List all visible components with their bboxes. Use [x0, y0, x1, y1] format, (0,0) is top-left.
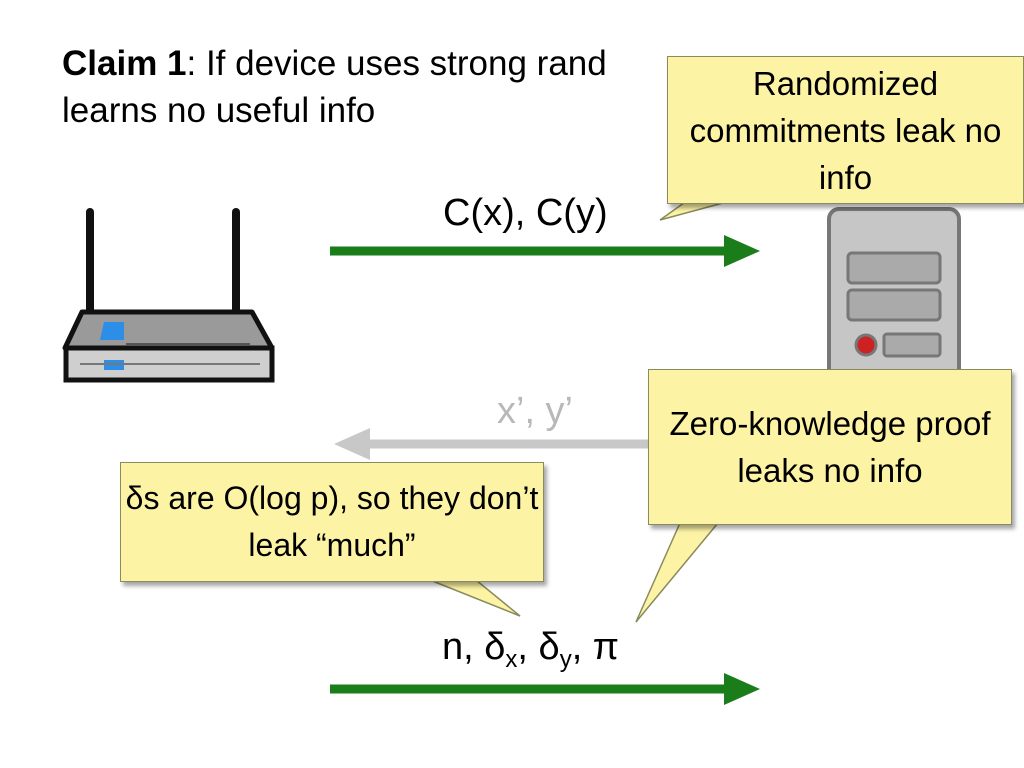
callout-commitments: Randomized commitments leak no info	[667, 56, 1024, 204]
arrow-proof	[330, 673, 760, 705]
server-tower-icon	[827, 207, 961, 381]
message-proof-sub-y: y	[559, 646, 572, 673]
callout-commitments-text: Randomized commitments leak no info	[689, 64, 1002, 196]
message-commitments: C(x), C(y)	[443, 192, 608, 234]
claim-line-2: learns no useful info	[62, 91, 376, 130]
message-proof-prefix: n, δ	[442, 626, 506, 668]
message-proof: n, δx, δy, π	[442, 626, 619, 674]
wifi-router-icon	[62, 208, 275, 383]
message-response: x’, y’	[497, 390, 573, 432]
message-proof-suffix: , π	[571, 626, 620, 668]
claim-label: Claim 1	[62, 44, 187, 83]
claim-text: : If device uses strong rand	[186, 44, 607, 83]
arrow-response	[334, 428, 660, 460]
callout-deltas-text: δs are O(log p), so they don’t leak “muc…	[125, 480, 539, 563]
message-proof-sub-x: x	[505, 646, 518, 673]
callout-zero-knowledge-text: Zero-knowledge proof leaks no info	[669, 405, 991, 489]
slide-heading: Claim 1: If device uses strong rand lear…	[62, 40, 1002, 134]
arrow-commitments	[330, 235, 760, 267]
message-proof-mid: , δ	[517, 626, 560, 668]
callout-zero-knowledge: Zero-knowledge proof leaks no info	[648, 369, 1012, 525]
callout-deltas: δs are O(log p), so they don’t leak “muc…	[120, 462, 544, 582]
